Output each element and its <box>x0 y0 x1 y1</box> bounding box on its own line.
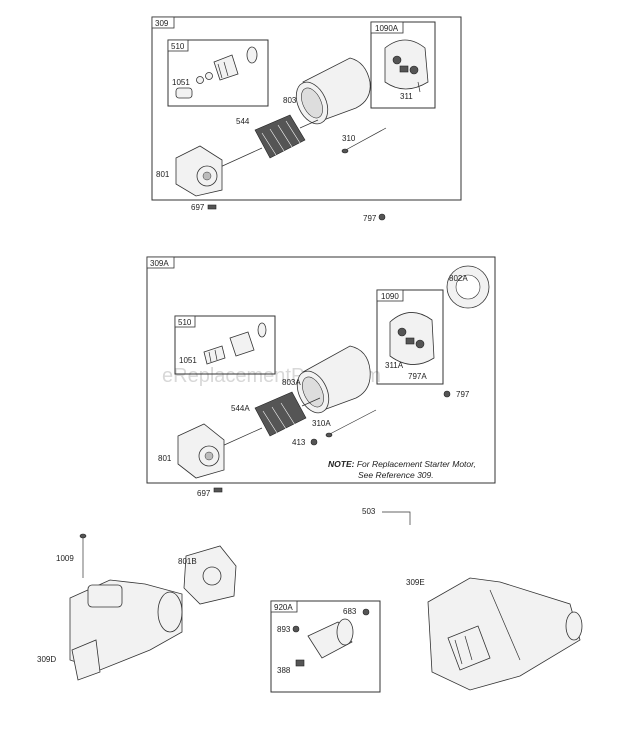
solenoid-assembly <box>292 608 370 667</box>
label-544: 544 <box>236 117 250 126</box>
group-309-frame <box>151 16 462 201</box>
label-310: 310 <box>342 134 356 143</box>
drive-pinion-assembly-a <box>203 322 267 365</box>
gasket-802a <box>446 265 490 309</box>
group-309-label: 309 <box>155 19 169 28</box>
group-920a: 920A 893 683 388 <box>270 600 381 693</box>
starter-motor-309e <box>427 577 583 691</box>
armature-544 <box>217 114 319 169</box>
label-797: 797 <box>363 214 377 223</box>
group-309a-frame <box>146 256 496 484</box>
label-797a: 797A <box>408 372 427 381</box>
drive-end-plate-801 <box>175 145 223 197</box>
label-801b: 801B <box>178 557 197 566</box>
label-309d: 309D <box>37 655 56 664</box>
motor-housing-803a <box>296 345 371 414</box>
nut-797 <box>378 213 386 221</box>
note-line-1: NOTE: For Replacement Starter Motor, <box>328 459 476 469</box>
bolt-1009 <box>79 533 87 578</box>
group-920a-label: 920A <box>274 603 293 612</box>
brush-holder-end-cap-a <box>389 312 435 365</box>
nut-797-a <box>443 390 451 398</box>
drive-end-plate-801-a <box>177 423 225 479</box>
label-797-a: 797 <box>456 390 470 399</box>
motor-housing-803 <box>295 57 371 125</box>
subgroup-1090-label: 1090 <box>381 292 399 301</box>
mounting-plate-801b <box>183 545 237 605</box>
label-309e: 309E <box>406 578 425 587</box>
label-544a: 544A <box>231 404 250 413</box>
drive-pinion-assembly <box>175 46 258 99</box>
harness-503 <box>382 511 411 525</box>
label-683: 683 <box>343 607 357 616</box>
label-311a: 311A <box>385 361 404 370</box>
note-text-1: For Replacement Starter Motor, <box>357 459 476 469</box>
label-697-a: 697 <box>197 489 211 498</box>
label-310a: 310A <box>312 419 331 428</box>
group-920a-frame <box>270 600 381 693</box>
label-388: 388 <box>277 666 291 675</box>
label-1009: 1009 <box>56 554 74 563</box>
subgroup-510-frame <box>167 39 269 107</box>
label-697: 697 <box>191 203 205 212</box>
label-801-a: 801 <box>158 454 172 463</box>
starter-motor-309d <box>69 579 183 681</box>
label-1051-a: 1051 <box>179 356 197 365</box>
subgroup-510-label: 510 <box>171 42 185 51</box>
label-803: 803 <box>283 96 297 105</box>
armature-544a <box>221 391 321 447</box>
brush-holder-end-cap <box>384 39 429 93</box>
label-803a: 803A <box>282 378 301 387</box>
through-bolt-310 <box>341 127 387 154</box>
subgroup-1090a-label: 1090A <box>375 24 399 33</box>
subgroup-1090-frame <box>376 289 444 385</box>
subgroup-510a-label: 510 <box>178 318 192 327</box>
group-309: 309 510 1051 1090A 311 <box>151 16 462 223</box>
group-309a-label: 309A <box>150 259 169 268</box>
label-503: 503 <box>362 507 376 516</box>
label-311: 311 <box>400 92 413 101</box>
label-893: 893 <box>277 625 291 634</box>
washer-413 <box>310 438 318 446</box>
through-bolt-310a <box>325 409 377 438</box>
label-1051: 1051 <box>172 78 190 87</box>
group-309a: 309A 802A 510 1051 1090 311A 797A 797 <box>146 256 496 484</box>
note-line-2: See Reference 309. <box>358 470 434 480</box>
label-413: 413 <box>292 438 306 447</box>
note-label: NOTE: <box>328 459 355 469</box>
screw-697-a <box>213 487 223 493</box>
subgroup-510a-frame <box>174 315 276 375</box>
screw-697 <box>207 204 217 210</box>
label-801: 801 <box>156 170 170 179</box>
label-802a: 802A <box>449 274 468 283</box>
